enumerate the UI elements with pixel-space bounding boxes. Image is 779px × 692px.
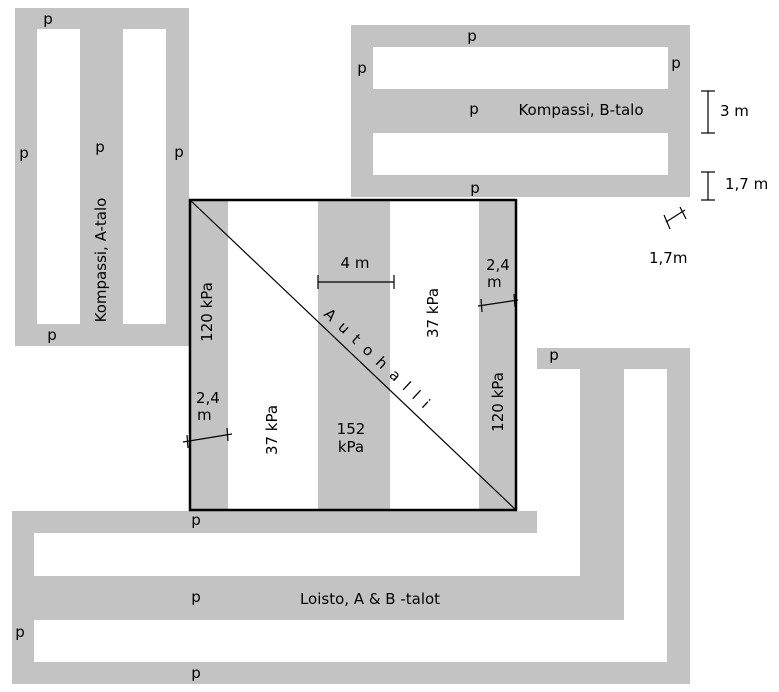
p-marker: p — [15, 623, 25, 641]
load-left-strip: 120 kPa — [198, 282, 216, 342]
dim-middle-width: 4 m — [341, 254, 370, 272]
dim-b-height: 3 m — [720, 102, 749, 120]
p-marker: p — [174, 143, 184, 161]
dimension-labels: 4 m 2,4 m 2,4 m 3 m 1,7 m 1,7m — [196, 102, 768, 424]
dimension-lines — [182, 90, 715, 449]
autohalli-left-strip — [190, 200, 228, 510]
p-marker: p — [47, 326, 57, 344]
dim-left-strip-1: 2,4 — [196, 389, 220, 407]
load-middle-unit: kPa — [338, 438, 364, 456]
load-middle-value: 152 — [337, 420, 366, 438]
p-marker: p — [43, 10, 53, 28]
dim-right-strip-2: m — [487, 273, 502, 291]
dim-left-strip-2: m — [197, 406, 212, 424]
kompassi-a-label: Kompassi, A-talo — [92, 198, 110, 323]
p-marker: p — [357, 59, 367, 77]
kompassi-b-label: Kompassi, B-talo — [518, 101, 643, 119]
autohalli-outline — [188, 198, 518, 512]
autohalli-right-strip — [479, 200, 516, 510]
building-footprints — [12, 8, 690, 684]
dim-b-gap: 1,7 m — [725, 175, 768, 193]
autohalli-diagonal — [189, 199, 517, 511]
p-markers: p p p p p p p p p p p p p p p — [15, 10, 681, 682]
p-marker: p — [191, 511, 201, 529]
load-labels: 120 kPa 37 kPa 152 kPa 37 kPa 120 kPa — [198, 282, 507, 456]
load-right-white: 37 kPa — [424, 288, 442, 338]
p-marker: p — [469, 100, 479, 118]
loisto-label: Loisto, A & B -talot — [300, 590, 440, 608]
kompassi-a-footprint — [15, 8, 189, 346]
dim-b-corner: 1,7m — [649, 249, 687, 267]
p-marker: p — [19, 144, 29, 162]
loisto-footprint — [12, 348, 690, 684]
p-marker: p — [191, 664, 201, 682]
p-marker: p — [671, 54, 681, 72]
p-marker: p — [470, 179, 480, 197]
kompassi-b-footprint — [351, 25, 690, 197]
p-marker: p — [95, 138, 105, 156]
dim-right-strip-1: 2,4 — [486, 256, 510, 274]
load-left-white: 37 kPa — [263, 405, 281, 455]
autohalli-middle-strip — [318, 200, 390, 510]
p-marker: p — [467, 27, 477, 45]
load-right-strip: 120 kPa — [489, 372, 507, 432]
p-marker: p — [191, 588, 201, 606]
p-marker: p — [549, 346, 559, 364]
